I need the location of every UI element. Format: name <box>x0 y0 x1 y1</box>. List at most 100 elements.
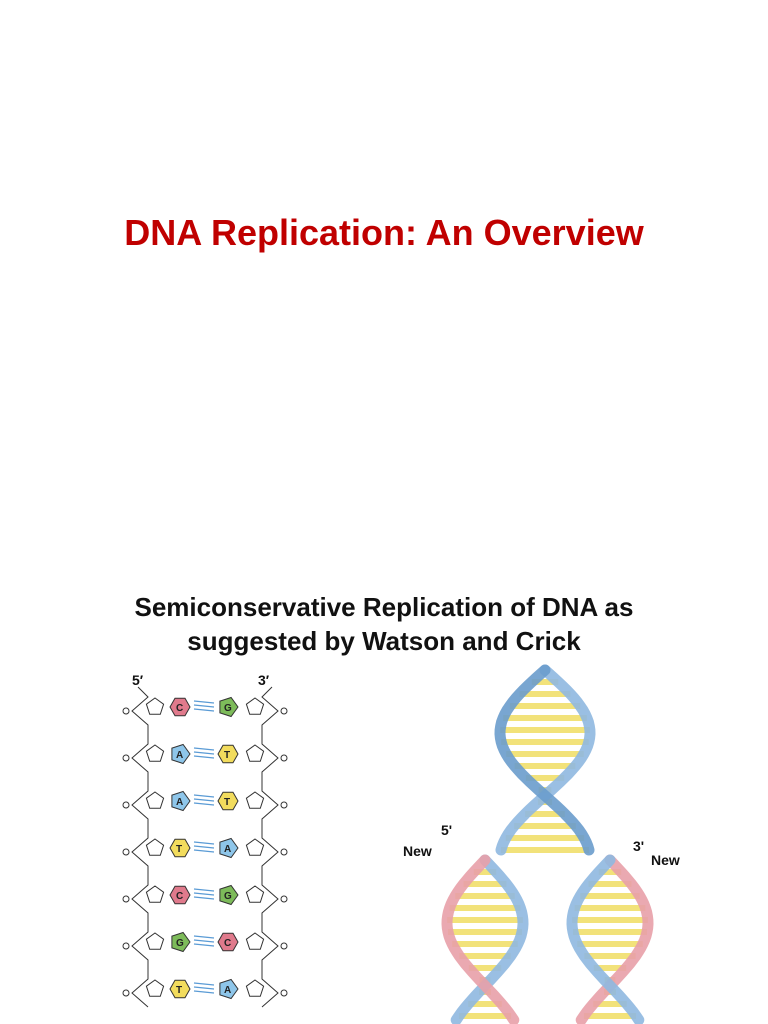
base-label-left: T <box>176 985 182 996</box>
phosphate-left <box>122 801 130 809</box>
base-G <box>171 931 191 953</box>
base-pair-ladder-diagram: 5′ 3′ C G A T A T T A C G G C T A <box>122 672 288 1008</box>
hydrogen-bond <box>193 943 215 947</box>
sugar-right <box>245 932 265 950</box>
hydrogen-bond <box>193 708 215 712</box>
helix-label-new-right: New <box>651 852 680 868</box>
ladder-pairs: C G A T A T T A C G G C T A <box>169 696 239 1000</box>
hydrogen-bond <box>193 751 215 755</box>
sugar-right <box>245 838 265 856</box>
phosphate-left <box>122 848 130 856</box>
helix-label-3prime: 3' <box>633 838 644 854</box>
slide-heading: Semiconservative Replication of DNA as s… <box>0 590 768 658</box>
base-label-left: C <box>176 891 183 902</box>
base-C <box>169 885 191 905</box>
slide-title: DNA Replication: An Overview <box>124 212 644 253</box>
phosphate-right <box>280 707 288 715</box>
hydrogen-bond <box>193 939 215 943</box>
ladder-label-5prime: 5′ <box>132 672 144 688</box>
sugar-left <box>145 932 165 950</box>
hydrogen-bond <box>193 700 215 704</box>
phosphate-left <box>122 942 130 950</box>
hydrogen-bond <box>193 849 215 853</box>
phosphate-right <box>280 895 288 903</box>
parental-strand-a <box>495 664 596 856</box>
sugar-right <box>245 885 265 903</box>
base-A <box>171 743 191 765</box>
base-label-right: T <box>224 750 230 761</box>
parental-strand-b <box>494 664 595 856</box>
sugar-left <box>145 979 165 997</box>
helix-drawing <box>441 664 654 1024</box>
hydrogen-bond <box>193 841 215 845</box>
base-A <box>171 790 191 812</box>
hydrogen-bond <box>193 798 215 802</box>
content-slide: Semiconservative Replication of DNA as s… <box>0 560 768 1024</box>
base-label-left: T <box>176 844 182 855</box>
hydrogen-bond <box>193 892 215 896</box>
daughter-right-new-strand <box>575 854 654 1024</box>
phosphate-left <box>122 989 130 997</box>
hydrogen-bond <box>193 747 215 751</box>
base-label-right: C <box>224 938 231 949</box>
right-backbone <box>261 686 279 1008</box>
ladder-backbone <box>122 686 288 1008</box>
phosphate-left <box>122 754 130 762</box>
phosphate-right <box>280 754 288 762</box>
hydrogen-bond <box>193 935 215 939</box>
base-T <box>217 791 239 811</box>
sugar-right <box>245 791 265 809</box>
base-G <box>219 696 239 718</box>
base-T <box>169 838 191 858</box>
left-backbone <box>131 686 149 1008</box>
slide-heading-line-2: suggested by Watson and Crick <box>187 626 581 656</box>
base-label-right: A <box>224 985 231 996</box>
sugar-left <box>145 885 165 903</box>
base-C <box>169 697 191 717</box>
double-helix-diagram: 5' New 3' New <box>403 664 680 1024</box>
hydrogen-bond <box>193 986 215 990</box>
phosphate-right <box>280 942 288 950</box>
base-label-left: A <box>176 797 183 808</box>
sugar-left <box>145 838 165 856</box>
daughter-right-old-strand <box>566 854 645 1024</box>
base-C <box>217 932 239 952</box>
helix-label-5prime: 5' <box>441 822 452 838</box>
title-slide: DNA Replication: An Overview <box>124 212 644 253</box>
sugar-left <box>145 697 165 715</box>
base-label-right: G <box>224 891 232 902</box>
hydrogen-bond <box>193 982 215 986</box>
base-label-right: A <box>224 844 231 855</box>
hydrogen-bond <box>193 794 215 798</box>
base-label-right: T <box>224 797 230 808</box>
base-label-right: G <box>224 703 232 714</box>
sugar-right <box>245 979 265 997</box>
base-T <box>169 979 191 999</box>
daughter-left-old-strand <box>450 854 529 1024</box>
slide-heading-line-1: Semiconservative Replication of DNA as <box>134 592 634 622</box>
base-T <box>217 744 239 764</box>
hydrogen-bond <box>193 755 215 759</box>
hydrogen-bond <box>193 704 215 708</box>
base-label-left: C <box>176 703 183 714</box>
base-label-left: A <box>176 750 183 761</box>
daughter-left-new-strand <box>441 854 520 1024</box>
phosphate-right <box>280 989 288 997</box>
hydrogen-bond <box>193 845 215 849</box>
phosphate-left <box>122 707 130 715</box>
hydrogen-bond <box>193 888 215 892</box>
hydrogen-bond <box>193 802 215 806</box>
phosphate-left <box>122 895 130 903</box>
helix-label-new-left: New <box>403 843 432 859</box>
sugar-left <box>145 744 165 762</box>
phosphate-right <box>280 801 288 809</box>
sugar-right <box>245 697 265 715</box>
sugar-right <box>245 744 265 762</box>
ladder-label-3prime: 3′ <box>258 672 270 688</box>
base-A <box>219 978 239 1000</box>
base-G <box>219 884 239 906</box>
sugar-left <box>145 791 165 809</box>
hydrogen-bond <box>193 990 215 994</box>
phosphate-right <box>280 848 288 856</box>
base-label-left: G <box>176 938 184 949</box>
